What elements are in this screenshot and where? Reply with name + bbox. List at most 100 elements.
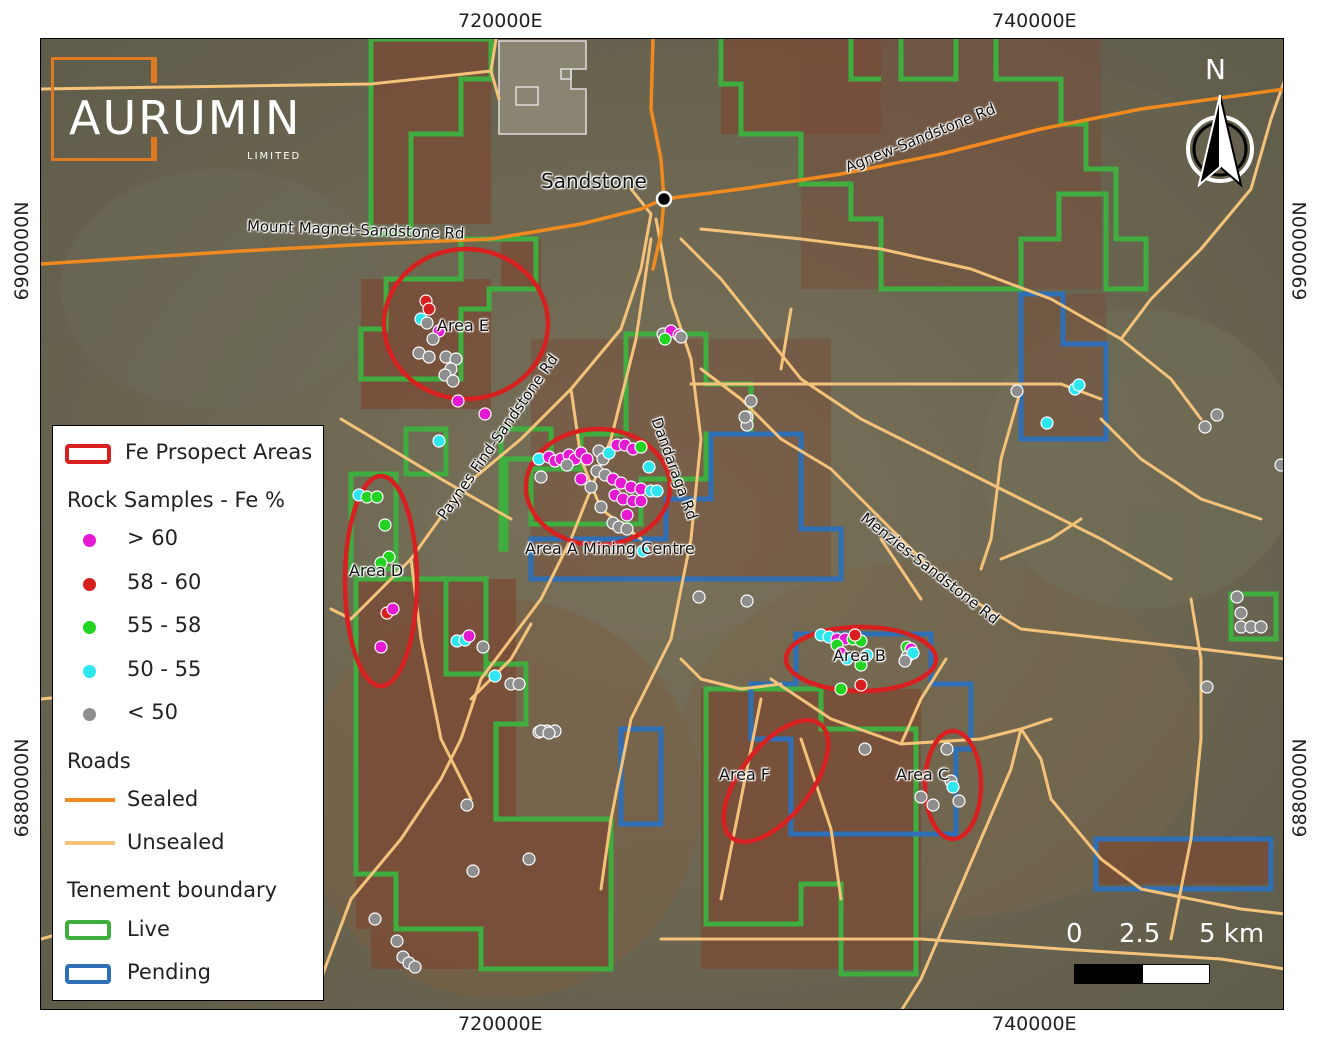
rock-sample-point: [740, 594, 754, 608]
coord-left-bottom: 6880000N: [11, 738, 33, 838]
sandstone-town-block: [498, 40, 587, 135]
rock-sample-point: [512, 677, 526, 691]
rock-sample-point: [374, 640, 388, 654]
rock-sample-point: [738, 410, 752, 424]
rock-sample-point: [634, 494, 648, 508]
legend-unsealed-swatch: [65, 841, 115, 845]
rock-sample-point: [658, 332, 672, 346]
legend-roads-title: Roads: [67, 749, 131, 773]
rock-sample-point: [408, 960, 422, 974]
rock-sample-point: [476, 640, 490, 654]
rock-sample-point: [580, 452, 594, 466]
scale-label-zero: 0: [1066, 919, 1083, 949]
live-tenements: [348, 39, 1279, 977]
rock-sample-point: [634, 440, 648, 454]
rock-sample-point: [946, 780, 960, 794]
rock-sample-point: [650, 484, 664, 498]
legend-sample-dot-5: [83, 708, 96, 721]
pending-tenements: [528, 291, 1274, 892]
rock-sample-point: [370, 490, 384, 504]
rock-sample-point: [478, 407, 492, 421]
rock-sample-point: [952, 794, 966, 808]
area-c-ellipse: [922, 728, 984, 842]
rock-sample-point: [674, 330, 688, 344]
area-label-d: Area D: [349, 561, 404, 580]
rock-sample-point: [374, 556, 388, 570]
legend-prospect-swatch: [65, 444, 111, 464]
map-canvas[interactable]: [41, 39, 1284, 1010]
sealed-roads: [41, 39, 1283, 271]
legend-unsealed-label: Unsealed: [127, 830, 225, 854]
rock-sample-point: [584, 480, 598, 494]
scale-bar-black: [1074, 964, 1144, 984]
rock-sample-point: [906, 646, 920, 660]
rock-sample-point: [1274, 458, 1283, 472]
legend-pending-label: Pending: [127, 960, 211, 984]
rock-sample-point: [594, 500, 608, 514]
north-label: N: [1205, 53, 1226, 86]
scale-bar: 0 2.5 5 km: [1061, 919, 1271, 989]
legend-prospect-label: Fe Prsopect Areas: [125, 440, 313, 464]
legend-samples-title: Rock Samples - Fe %: [67, 488, 285, 512]
coord-right-bottom: 6880000N: [1289, 738, 1311, 838]
area-label-e: Area E: [437, 316, 490, 335]
legend-sample-dot-3: [83, 621, 96, 634]
legend-sample-label-4: 50 - 55: [127, 657, 202, 681]
rock-sample-point: [534, 470, 548, 484]
map-legend: Fe Prsopect Areas Rock Samples - Fe % > …: [52, 425, 324, 1001]
coord-bottom-right: 740000E: [992, 1013, 1077, 1035]
rock-sample-point: [542, 726, 556, 740]
rock-sample-point: [898, 654, 912, 668]
rock-sample-point: [940, 742, 954, 756]
rock-sample-point: [642, 460, 656, 474]
area-label-c: Area C: [896, 765, 950, 784]
legend-sample-dot-4: [83, 665, 96, 678]
rock-sample-point: [620, 508, 634, 522]
rock-sample-points: [352, 294, 1283, 974]
coord-top-left: 720000E: [458, 10, 543, 32]
rock-sample-point: [840, 652, 854, 666]
logo-subtitle: LIMITED: [247, 151, 302, 162]
rock-sample-point: [1230, 590, 1244, 604]
area-label-a: Area A Mining Centre: [525, 539, 695, 558]
area-a-ellipse: [523, 426, 673, 548]
rock-sample-point: [926, 798, 940, 812]
legend-sample-label-5: < 50: [127, 700, 178, 724]
scale-bar-white: [1142, 964, 1210, 984]
rock-sample-point: [386, 602, 400, 616]
rock-sample-point: [390, 934, 404, 948]
area-d-ellipse: [342, 473, 420, 689]
legend-sample-label-3: 55 - 58: [127, 613, 202, 637]
coord-bottom-left: 720000E: [458, 1013, 543, 1035]
rock-sample-point: [620, 522, 634, 536]
area-label-f: Area F: [719, 765, 771, 784]
area-label-b: Area B: [833, 646, 886, 665]
rock-sample-point: [426, 332, 440, 346]
legend-sample-label-2: 58 - 60: [127, 570, 202, 594]
rock-sample-point: [744, 394, 758, 408]
area-e-ellipse: [381, 246, 551, 402]
coord-right-top: 6900000N: [1289, 201, 1311, 301]
legend-sample-dot-1: [83, 534, 96, 547]
rock-sample-point: [636, 544, 650, 558]
rock-sample-point: [854, 658, 868, 672]
aurumin-logo: AURUMIN LIMITED: [51, 57, 321, 167]
rock-sample-point: [368, 912, 382, 926]
rock-sample-point: [1198, 420, 1212, 434]
map-frame[interactable]: AURUMIN LIMITED N Sandstone Agnew-Sandst…: [40, 38, 1284, 1010]
scale-label-end: 5 km: [1199, 919, 1265, 949]
rock-sample-point: [858, 742, 872, 756]
legend-sealed-swatch: [65, 798, 115, 802]
rock-sample-point: [854, 678, 868, 692]
rock-sample-point: [466, 864, 480, 878]
rock-sample-point: [1010, 384, 1024, 398]
rock-sample-point: [462, 629, 476, 643]
sandstone-town-marker[interactable]: [655, 190, 673, 208]
rock-sample-point: [522, 852, 536, 866]
rock-sample-point: [378, 518, 392, 532]
scale-label-mid: 2.5: [1119, 919, 1161, 949]
rock-sample-point: [422, 350, 436, 364]
legend-sample-dot-2: [83, 578, 96, 591]
rock-sample-point: [848, 628, 862, 642]
rock-sample-point: [560, 458, 574, 472]
